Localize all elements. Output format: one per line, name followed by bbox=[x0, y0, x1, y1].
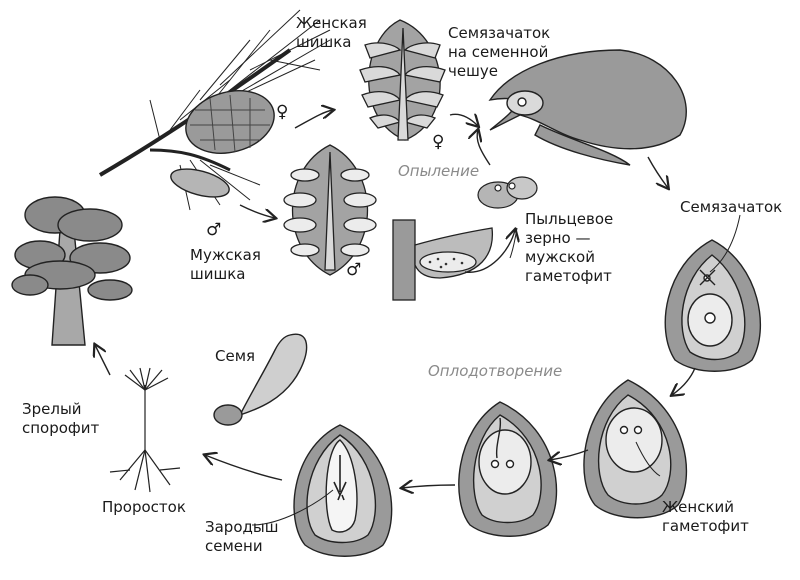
arrow-seedling-to-tree bbox=[95, 345, 111, 376]
label-ovule: Семязачаток bbox=[680, 198, 783, 216]
arrow-gametophyte-to-fertilization bbox=[550, 449, 589, 460]
label-mature-sporophyte: Зрелый спорофит bbox=[22, 400, 100, 437]
female-cone-shape bbox=[185, 90, 275, 154]
arrow-embryo-to-seedling bbox=[205, 455, 283, 481]
label-pollination: Опыление bbox=[398, 162, 480, 180]
arrow-ovule-to-gametophyte bbox=[672, 367, 696, 395]
female-cone-section bbox=[359, 19, 446, 141]
male-symbol-cone: ♂ bbox=[346, 260, 362, 280]
arrow-pollen-sac-to-pollen bbox=[464, 230, 515, 273]
label-seed-embryo: Зародыш семени bbox=[205, 518, 279, 555]
ovule-on-scale-illustration bbox=[488, 49, 687, 166]
label-seedling: Проросток bbox=[102, 498, 186, 516]
seedling-illustration bbox=[109, 367, 181, 493]
pollen-sac-illustration bbox=[392, 219, 494, 301]
male-symbol-branch: ♂ bbox=[206, 220, 222, 240]
arrow-branch-to-female-cone bbox=[294, 110, 333, 129]
label-ovule-on-scale: Семязачаток на семенной чешуе bbox=[448, 24, 551, 80]
mature-tree-illustration bbox=[11, 196, 133, 346]
ovule-stage bbox=[664, 239, 762, 372]
arrow-female-cone-to-ovule bbox=[449, 114, 478, 126]
label-female-cone: Женская шишка bbox=[296, 14, 367, 51]
female-symbol-cone: ♀ bbox=[432, 132, 445, 152]
seed-embryo-stage bbox=[293, 424, 393, 557]
arrow-fertilization-to-embryo bbox=[402, 485, 456, 488]
label-fertilization: Оплодотворение bbox=[428, 362, 563, 380]
seed-illustration bbox=[213, 333, 308, 426]
label-pollen-grain: Пыльцевое зерно — мужской гаметофит bbox=[525, 210, 614, 285]
label-seed: Семя bbox=[215, 347, 256, 365]
pollen-grains bbox=[477, 176, 538, 209]
fertilization-stage bbox=[458, 401, 558, 537]
leader-lines bbox=[251, 214, 741, 526]
male-cone-shape bbox=[170, 168, 230, 198]
arrow-pollination bbox=[477, 130, 491, 166]
label-male-cone: Мужская шишка bbox=[190, 246, 261, 283]
pine-branch-illustration bbox=[98, 9, 331, 211]
label-female-gametophyte: Женский гаметофит bbox=[662, 498, 749, 535]
male-cone-section bbox=[283, 144, 377, 276]
arrow-ovule-to-ovule-stage bbox=[647, 156, 668, 188]
arrow-branch-to-male-cone bbox=[239, 204, 275, 218]
female-symbol-branch: ♀ bbox=[276, 102, 289, 122]
female-gametophyte-stage bbox=[583, 379, 688, 519]
cycle-arrows bbox=[95, 110, 696, 488]
